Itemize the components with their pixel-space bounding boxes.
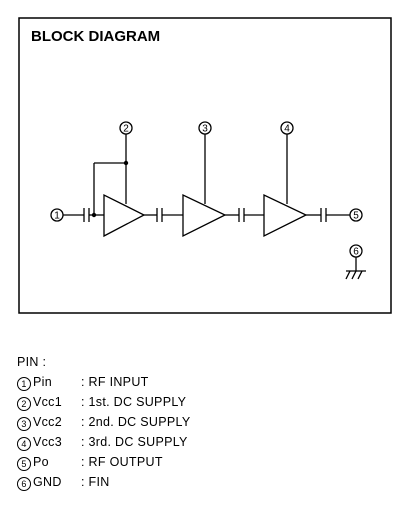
pin-list-heading: PIN :: [17, 355, 47, 369]
pin2-number: 2: [123, 124, 129, 135]
pin-number-circle: 1: [17, 377, 31, 391]
pin-name: Vcc1: [33, 395, 62, 409]
pin-description: : 3rd. DC SUPPLY: [81, 435, 188, 449]
ground-hatch-2: [351, 270, 357, 280]
pin-number-circle: 4: [17, 437, 31, 451]
ground-hatch-3: [357, 270, 363, 280]
pin-name: Pin: [33, 375, 52, 389]
diagram-frame: [18, 17, 392, 314]
pin4-number: 4: [284, 124, 290, 135]
pin1-number: 1: [54, 211, 60, 222]
pin-description: : 1st. DC SUPPLY: [81, 395, 187, 409]
pin-number-circle: 3: [17, 417, 31, 431]
junction-dot-input: [91, 212, 97, 218]
pin-name: GND: [33, 475, 62, 489]
pin-description: : FIN: [81, 475, 110, 489]
pin-number-circle: 5: [17, 457, 31, 471]
amplifier-2: [182, 193, 227, 238]
pin-name: Po: [33, 455, 49, 469]
pin-description: : RF OUTPUT: [81, 455, 163, 469]
pin-name: Vcc3: [33, 435, 62, 449]
pin-name: Vcc2: [33, 415, 62, 429]
pin-description: : RF INPUT: [81, 375, 149, 389]
amplifier-1: [103, 193, 146, 238]
junction-dot-pin2: [123, 160, 129, 166]
diagram-title: BLOCK DIAGRAM: [31, 28, 160, 45]
pin-number-circle: 2: [17, 397, 31, 411]
pin5-number: 5: [353, 211, 359, 222]
pin-description: : 2nd. DC SUPPLY: [81, 415, 191, 429]
amplifier-3: [263, 193, 308, 238]
ground-hatch-1: [345, 270, 351, 280]
pin3-number: 3: [202, 124, 208, 135]
pin5-circle: [349, 208, 363, 222]
block-diagram: BLOCK DIAGRAM: [18, 17, 392, 314]
pin6-number: 6: [353, 247, 359, 258]
pin-number-circle: 6: [17, 477, 31, 491]
